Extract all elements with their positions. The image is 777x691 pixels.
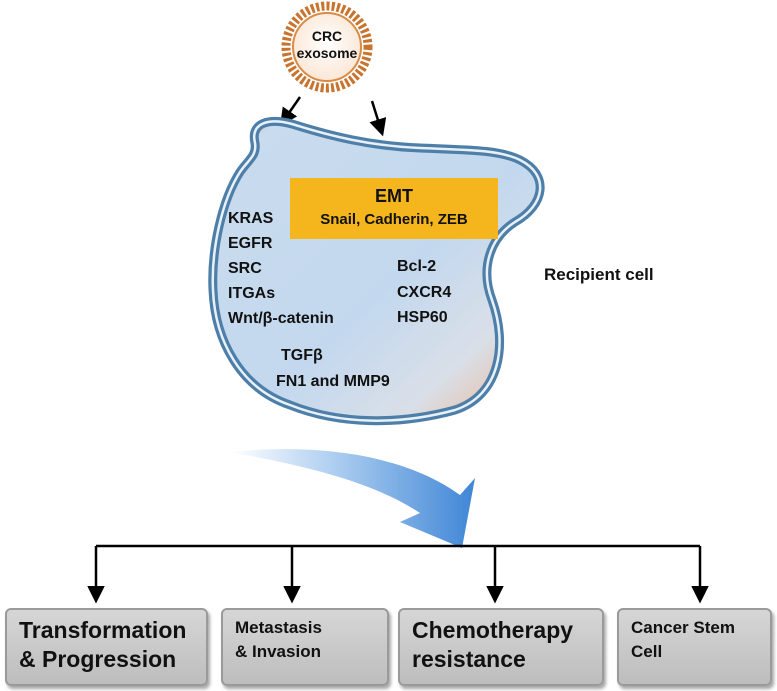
outcome-cancer-stem-line1: Cancer Stem — [631, 618, 735, 637]
exosome-arrow-right — [369, 100, 387, 137]
label-tgfbeta: TGFβ — [281, 347, 323, 364]
outcome-metastasis-line1: Metastasis — [235, 618, 322, 637]
outcome-transformation-line1: Transformation — [19, 617, 187, 643]
recipient-cell-label: Recipient cell — [544, 265, 654, 284]
label-hsp60: HSP60 — [397, 309, 448, 326]
label-cxcr4: CXCR4 — [397, 284, 451, 301]
outcome-cancer-stem-line2: Cell — [631, 642, 663, 661]
exosome-label-line2: exosome — [297, 45, 358, 61]
cell-labels-bottom: TGFβ FN1 and MMP9 — [276, 347, 390, 390]
label-egfr: EGFR — [228, 235, 273, 252]
outcome-metastasis-line2: & Invasion — [235, 642, 321, 661]
crc-exosome: CRC exosome — [281, 1, 373, 93]
label-wnt-beta-catenin: Wnt/β-catenin — [228, 310, 334, 327]
outcome-transformation-line2: & Progression — [19, 646, 177, 672]
emt-subtitle: Snail, Cadherin, ZEB — [320, 211, 468, 228]
exosome-label-line1: CRC — [312, 28, 342, 44]
outcome-chemotherapy-line1: Chemotherapy — [412, 617, 574, 643]
label-src: SRC — [228, 260, 262, 277]
label-kras: KRAS — [228, 210, 274, 227]
outcome-transformation-progression: Transformation & Progression — [5, 608, 208, 686]
outcome-chemotherapy-line2: resistance — [412, 646, 526, 672]
outcome-chemotherapy-resistance: Chemotherapy resistance — [398, 608, 604, 686]
emt-box: EMT Snail, Cadherin, ZEB — [290, 178, 498, 239]
cell-labels-left: KRAS EGFR SRC ITGAs Wnt/β-catenin — [228, 210, 334, 327]
branch-connector — [87, 544, 709, 604]
label-fn1-mmp9: FN1 and MMP9 — [276, 373, 390, 390]
cell-labels-right: Bcl-2 CXCR4 HSP60 — [397, 258, 451, 326]
outcome-cancer-stem-cell: Cancer Stem Cell — [617, 608, 772, 686]
outcome-metastasis-invasion: Metastasis & Invasion — [221, 608, 389, 686]
label-itgas: ITGAs — [228, 285, 275, 302]
label-bcl2: Bcl-2 — [397, 258, 436, 275]
curved-flow-arrow — [230, 449, 475, 548]
emt-title: EMT — [375, 186, 413, 206]
